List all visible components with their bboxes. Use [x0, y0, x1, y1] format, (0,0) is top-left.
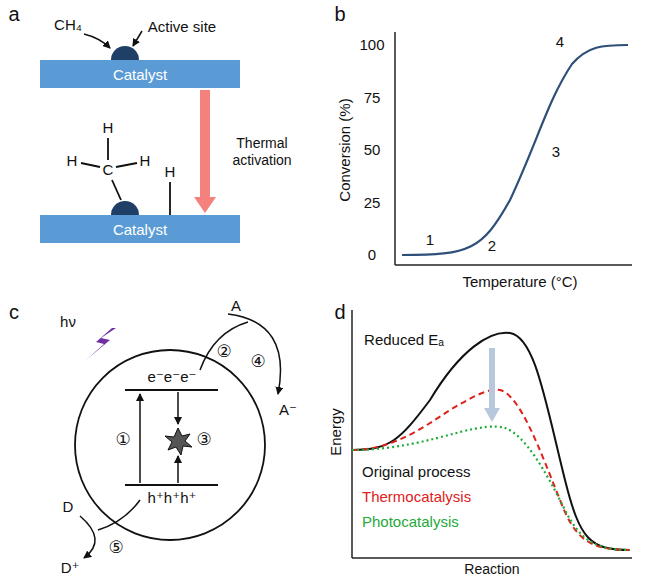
callout-number: ①: [115, 430, 130, 450]
tick-label: 75: [364, 89, 381, 106]
panel-letter: c: [9, 301, 19, 324]
energy-axes: [352, 310, 632, 558]
tick-label: 25: [364, 194, 381, 211]
light-bolt: [86, 328, 116, 360]
legend-text: Thermocatalysis: [362, 488, 471, 505]
reduction-arrow: [489, 348, 495, 410]
annotation: Reduced Eₐ: [364, 331, 444, 348]
panel-letter: d: [334, 301, 345, 324]
species-label: D⁺: [61, 559, 80, 576]
legend-text: Photocatalysis: [362, 513, 459, 530]
catalyst-slab: Catalyst: [40, 215, 240, 243]
callout-number: 3: [552, 143, 560, 160]
atom-label: H: [67, 152, 78, 169]
atom-label: C: [103, 161, 114, 178]
recombination-star: [165, 428, 192, 455]
species-label: D: [63, 498, 74, 515]
slab-label: Catalyst: [113, 221, 167, 238]
callout-number: ③: [196, 430, 211, 450]
species-label: A: [231, 297, 241, 314]
molecule-label: CH₄: [54, 16, 82, 33]
callout-number: 4: [556, 33, 564, 50]
chart-axes: [395, 32, 632, 265]
reduction-arrowhead: [484, 408, 500, 422]
light-label: hν: [60, 313, 76, 330]
original-curve: [352, 333, 630, 550]
callout-number: ④: [250, 352, 265, 372]
band-edges: [125, 390, 218, 485]
atom-label: H: [103, 119, 114, 136]
panel-letter: a: [8, 3, 19, 26]
axis-title: Conversion (%): [336, 98, 353, 201]
activation-arrow: [194, 90, 216, 213]
callout-text: Active site: [148, 18, 216, 35]
hole-label: h⁺h⁺h⁺: [148, 489, 197, 506]
bonds: [81, 138, 170, 215]
edge-label: Thermal activation: [217, 135, 307, 167]
callout-number: 2: [488, 237, 496, 254]
atom-label: H: [165, 163, 176, 180]
transition-arrows: [80, 314, 281, 558]
panel-letter: b: [334, 3, 345, 26]
tick-label: 100: [359, 36, 384, 53]
active-site: [111, 201, 139, 215]
axis-title: Energy: [327, 408, 344, 456]
callout-number: ②: [216, 342, 231, 362]
catalyst-slab: Catalyst: [40, 60, 240, 88]
axis-title: Reaction: [464, 561, 519, 577]
atom-label: H: [140, 152, 151, 169]
slab-label: Catalyst: [113, 66, 167, 83]
tick-label: 50: [364, 141, 381, 158]
active-site: [111, 46, 139, 60]
electron-label: e⁻e⁻e⁻: [148, 368, 197, 385]
leader-arrow: [133, 31, 142, 46]
axis-title: Temperature (°C): [462, 273, 577, 290]
callout-number: 1: [426, 231, 434, 248]
callout-number: ⑤: [108, 538, 123, 558]
particle: [75, 350, 265, 540]
tick-label: 0: [368, 246, 376, 263]
species-label: A⁻: [279, 401, 297, 418]
legend-text: Original process: [362, 463, 470, 480]
adsorption-arrow: [84, 34, 110, 48]
thermo-curve: [352, 390, 630, 550]
photo-curve: [352, 427, 630, 550]
conversion-curve: [402, 45, 628, 255]
